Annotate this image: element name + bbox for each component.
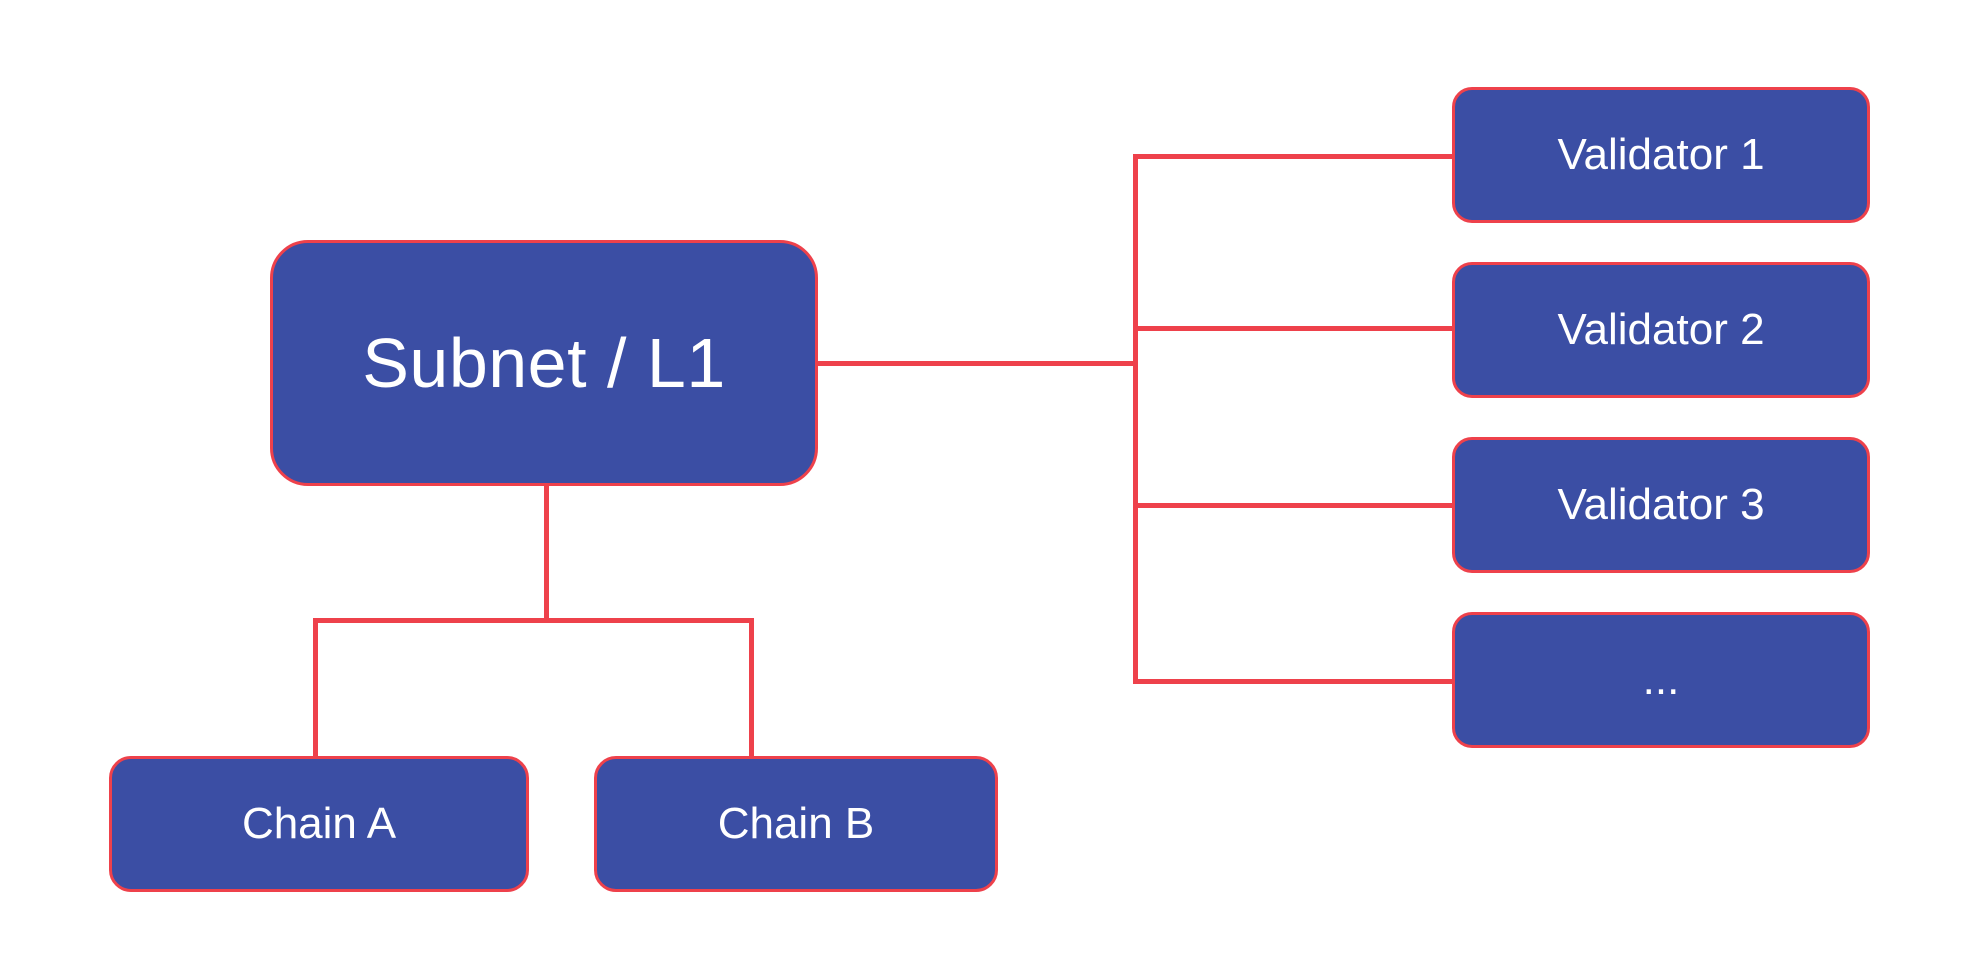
connector-trunk-to-validator-more xyxy=(1133,679,1454,684)
connector-trunk-to-validator-1 xyxy=(1133,154,1454,159)
validator-2-node: Validator 2 xyxy=(1452,262,1870,398)
validator-3-label: Validator 3 xyxy=(1557,480,1765,529)
validator-more-label: ... xyxy=(1642,655,1680,704)
validator-3-node: Validator 3 xyxy=(1452,437,1870,573)
connector-branch-to-chain-a xyxy=(313,618,318,758)
connector-trunk-to-validator-3 xyxy=(1133,503,1454,508)
connector-root-to-branch xyxy=(544,486,549,623)
chain-b-node: Chain B xyxy=(594,756,998,892)
validator-1-label: Validator 1 xyxy=(1557,130,1765,179)
connector-branch-to-chain-b xyxy=(749,618,754,758)
validator-2-label: Validator 2 xyxy=(1557,305,1765,354)
subnet-l1-label: Subnet / L1 xyxy=(362,324,726,402)
subnet-l1-node: Subnet / L1 xyxy=(270,240,818,486)
chain-a-node: Chain A xyxy=(109,756,529,892)
chain-b-label: Chain B xyxy=(717,799,875,848)
connector-root-to-trunk xyxy=(815,361,1138,366)
validator-1-node: Validator 1 xyxy=(1452,87,1870,223)
connector-trunk-to-validator-2 xyxy=(1133,326,1454,331)
validator-more-node: ... xyxy=(1452,612,1870,748)
chain-a-label: Chain A xyxy=(241,799,397,848)
connector-validator-trunk xyxy=(1133,154,1138,684)
connector-chain-branch xyxy=(313,618,754,623)
